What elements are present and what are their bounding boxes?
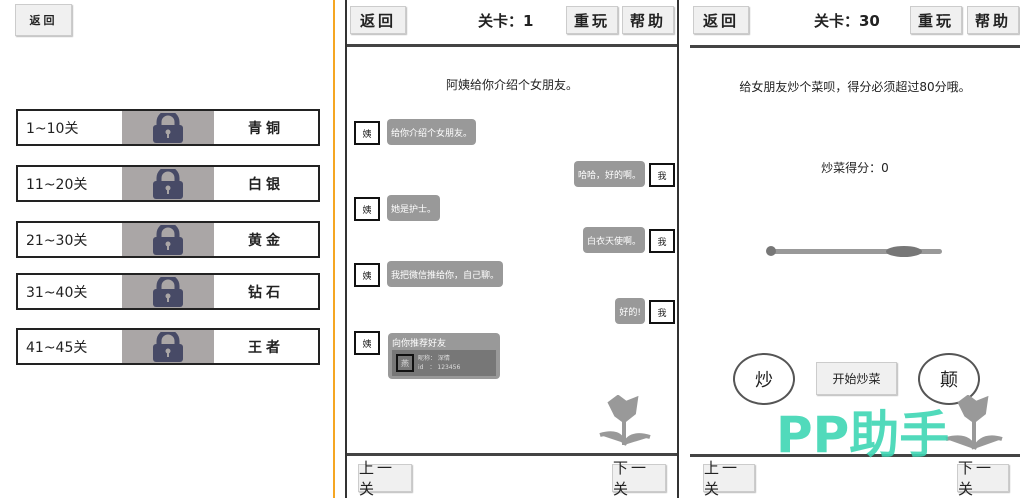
replay-button[interactable]: 重玩 <box>566 6 618 34</box>
tier-range: 1~10关 <box>26 120 79 137</box>
footer-divider <box>690 454 1020 457</box>
back-button[interactable]: 返回 <box>693 6 749 34</box>
avatar: 姨 <box>354 121 380 145</box>
stir-button[interactable]: 炒 <box>733 353 795 405</box>
card-id: id ： 123456 <box>418 364 461 371</box>
avatar: 我 <box>649 163 675 187</box>
contact-card[interactable]: 向你推荐好友 燕 昵称： 深情 id ： 123456 <box>388 333 500 379</box>
help-button[interactable]: 帮助 <box>967 6 1019 34</box>
lock-icon <box>122 330 214 363</box>
tier-row[interactable]: 41~45关 王者 <box>16 328 320 365</box>
card-avatar: 燕 <box>396 354 414 372</box>
pp-assistant-watermark: PP助手 <box>776 406 950 464</box>
avatar: 我 <box>649 229 675 253</box>
lock-icon <box>122 167 214 200</box>
next-level-button[interactable]: 下一关 <box>612 459 666 498</box>
header-divider <box>690 45 1020 48</box>
prev-level-button[interactable]: 上一关 <box>703 459 755 498</box>
next-level-button[interactable]: 下一关 <box>957 459 1009 498</box>
tier-row[interactable]: 1~10关 青铜 <box>16 109 320 146</box>
footer-divider <box>347 453 677 456</box>
tier-row[interactable]: 11~20关 白银 <box>16 165 320 202</box>
avatar: 姨 <box>354 263 380 287</box>
header-divider <box>347 44 677 47</box>
tier-name: 黄金 <box>248 232 284 249</box>
avatar: 姨 <box>354 331 380 355</box>
chat-bubble: 白衣天使啊。 <box>582 227 645 253</box>
lock-icon <box>122 111 214 144</box>
card-nickname: 昵称： 深情 <box>418 355 450 362</box>
chat-bubble: 她是护士。 <box>387 195 441 221</box>
lock-icon <box>122 223 214 256</box>
level-title: 给女朋友炒个菜呗，得分必须超过80分哦。 <box>739 80 971 94</box>
chat-bubble: 哈哈，好的啊。 <box>573 161 645 187</box>
replay-button[interactable]: 重玩 <box>910 6 962 34</box>
tier-range: 41~45关 <box>26 339 88 356</box>
prev-level-button[interactable]: 上一关 <box>358 459 412 498</box>
tier-range: 31~40关 <box>26 284 88 301</box>
tier-name: 白银 <box>248 176 284 193</box>
chat-bubble: 我把微信推给你，自己聊。 <box>387 261 504 287</box>
slider-thumb[interactable] <box>885 246 922 257</box>
level-label: 关卡：1 <box>478 12 534 30</box>
tier-name: 王者 <box>248 339 284 356</box>
flower-logo-icon <box>599 395 651 446</box>
back-button[interactable]: 返回 <box>15 4 72 36</box>
flower-logo-icon <box>945 395 1003 450</box>
tier-range: 21~30关 <box>26 232 88 249</box>
tier-range: 11~20关 <box>26 176 88 193</box>
card-title: 向你推荐好友 <box>392 339 447 349</box>
chat-bubble: 好的! <box>615 298 645 324</box>
panel-border <box>345 0 347 498</box>
tier-row[interactable]: 31~40关 钻石 <box>16 273 320 310</box>
avatar: 姨 <box>354 197 380 221</box>
tier-name: 青铜 <box>248 120 284 137</box>
chat-bubble: 给你介绍个女朋友。 <box>387 119 477 145</box>
back-button[interactable]: 返回 <box>350 6 406 34</box>
lock-icon <box>122 275 214 308</box>
panel-border <box>677 0 679 498</box>
heat-slider[interactable] <box>766 246 942 257</box>
panel-divider <box>333 0 335 498</box>
help-button[interactable]: 帮助 <box>622 6 674 34</box>
level-title: 阿姨给你介绍个女朋友。 <box>445 78 578 92</box>
score-label: 炒菜得分：0 <box>821 161 889 175</box>
tier-row[interactable]: 21~30关 黄金 <box>16 221 320 258</box>
start-cooking-button[interactable]: 开始炒菜 <box>816 362 897 395</box>
level-label: 关卡：30 <box>814 12 880 30</box>
avatar: 我 <box>649 300 675 324</box>
tier-name: 钻石 <box>248 284 284 301</box>
